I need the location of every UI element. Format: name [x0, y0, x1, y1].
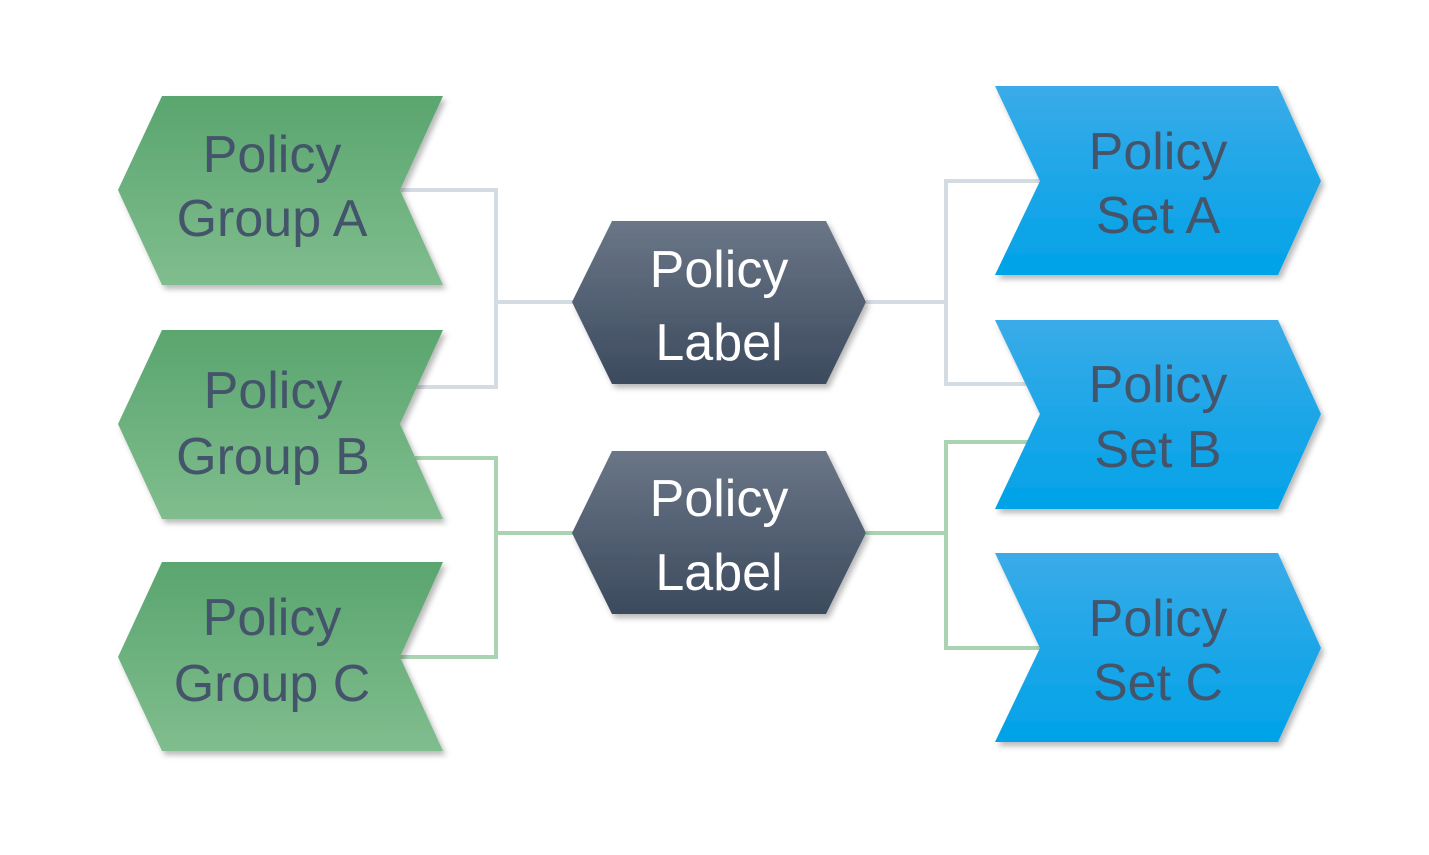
policy-label-2-line1: Policy — [650, 470, 789, 528]
policy-set-b-label-line1: Policy — [1089, 356, 1228, 414]
connector-label-1-set-a — [866, 179, 1040, 304]
policy-group-b-shape — [118, 330, 443, 519]
policy-group-c: Policy Group C — [118, 562, 443, 751]
policy-set-a: Policy Set A — [995, 86, 1321, 275]
policy-set-a-label-line2: Set A — [1096, 187, 1221, 245]
connectors-label-2 — [400, 440, 1040, 659]
policy-label-1-line1: Policy — [650, 241, 789, 299]
connector-group-b-label-2 — [415, 456, 575, 535]
connector-label-1-set-b — [944, 302, 1028, 386]
connector-group-b-label-1 — [415, 302, 498, 389]
policy-group-a: Policy Group A — [118, 96, 443, 285]
connector-label-2-set-c — [944, 533, 1040, 650]
connector-group-a-label-1 — [400, 188, 575, 304]
policy-group-c-shape — [118, 562, 443, 751]
policy-group-a-label-line1: Policy — [203, 126, 342, 184]
policy-group-b: Policy Group B — [118, 330, 443, 519]
policy-set-c-label-line2: Set C — [1093, 654, 1223, 712]
policy-group-a-shape — [118, 96, 443, 285]
policy-group-c-label-line1: Policy — [203, 589, 342, 647]
policy-group-b-label-line2: Group B — [176, 428, 370, 486]
policy-set-c-shape — [995, 553, 1321, 742]
policy-label-2: Policy Label — [572, 451, 866, 614]
policy-set-b-label-line2: Set B — [1094, 421, 1221, 479]
policy-set-a-label-line1: Policy — [1089, 123, 1228, 181]
policy-group-a-label-line2: Group A — [177, 190, 368, 248]
connector-label-2-set-b — [866, 440, 1028, 535]
policy-set-c: Policy Set C — [995, 553, 1321, 742]
policy-label-1: Policy Label — [572, 221, 866, 384]
policy-group-b-label-line1: Policy — [204, 362, 343, 420]
policy-set-b: Policy Set B — [995, 320, 1321, 509]
policy-label-2-line2: Label — [655, 544, 782, 602]
connectors-label-1 — [400, 179, 1040, 389]
policy-set-c-label-line1: Policy — [1089, 590, 1228, 648]
policy-label-1-shape — [572, 221, 866, 384]
policy-set-a-shape — [995, 86, 1321, 275]
policy-set-b-shape — [995, 320, 1321, 509]
policy-group-c-label-line2: Group C — [174, 655, 371, 713]
policy-label-1-line2: Label — [655, 314, 782, 372]
policy-label-2-shape — [572, 451, 866, 614]
connector-group-c-label-2 — [400, 533, 498, 659]
